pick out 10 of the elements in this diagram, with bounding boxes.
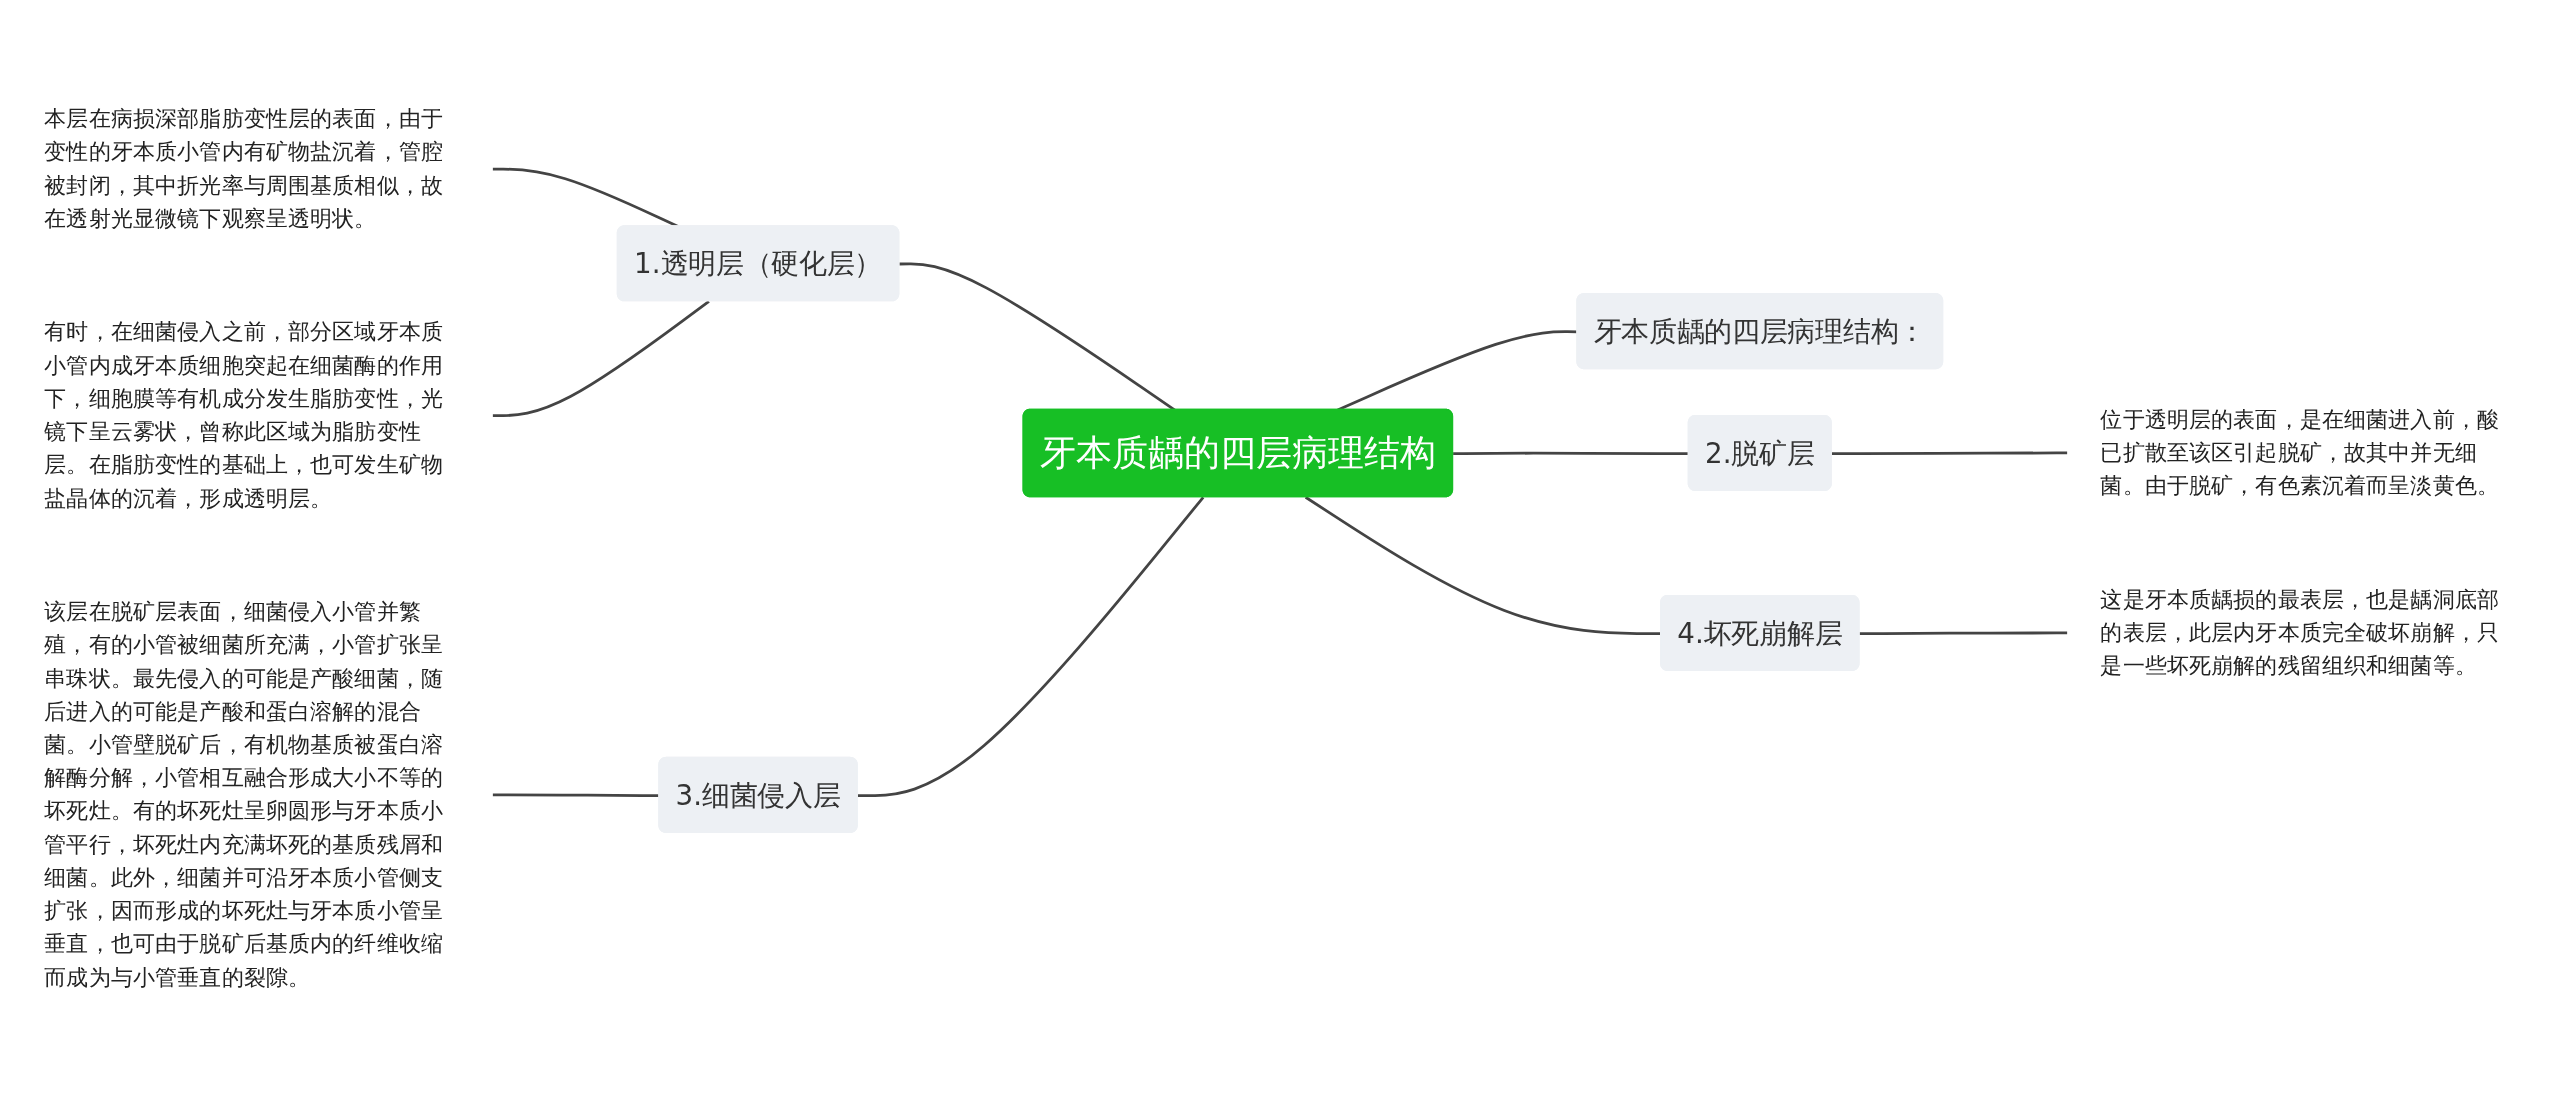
connector xyxy=(492,793,660,797)
node-text: 这是牙本质龋损的最表层，也是龋洞底部的表层，此层内牙本质完全破坏崩解，只是一些坏死崩解的残留组织和细菌等。 xyxy=(2100,585,2500,679)
connector xyxy=(492,300,710,417)
node-text: 本层在病损深部脂肪变性层的表面，由于变性的牙本质小管内有矿物盐沉着，管腔被封闭，其中折光率与周围基质相似，故在透射光显微镜下观察呈透明状。 xyxy=(44,105,444,232)
node-text: 位于透明层的表面，是在细菌进入前，酸已扩散至该区引起脱矿，故其中并无细菌。由于脱矿，有色素沉着而呈淡黄色。 xyxy=(2100,405,2500,499)
connector xyxy=(1859,631,2068,636)
connector xyxy=(857,496,1205,797)
connector xyxy=(1831,451,2068,456)
node-text: 有时，在细菌侵入之前，部分区域牙本质小管内成牙本质细胞突起在细菌酶的作用下，细胞膜等有机成分发生脂肪变性，光镜下呈云雾状，曾称此区域为脂肪变性层。在脂肪变性的基础上，也可发生矿物盐晶体的沉着，形成透明层。 xyxy=(44,318,444,512)
node-text: 该层在脱矿层表面，细菌侵入小管并繁殖，有的小管被细菌所充满，小管扩张呈串珠状。最先侵入的可能是产酸细菌，随后进入的可能是产酸和蛋白溶解的混合菌。小管壁脱矿后，有机物基质被蛋白溶解酶分解，小管相互融合形成大小不等的坏死灶。有的坏死灶呈卵圆形与牙本质小管平行，坏死灶内充满坏死的基质残屑和细菌。此外，细菌并可沿牙本质小管侧支扩张，因而形成的坏死灶与牙本质小管呈垂直，也可由于脱矿后基质内的纤维收缩而成为与小管垂直的裂隙。 xyxy=(44,598,444,991)
